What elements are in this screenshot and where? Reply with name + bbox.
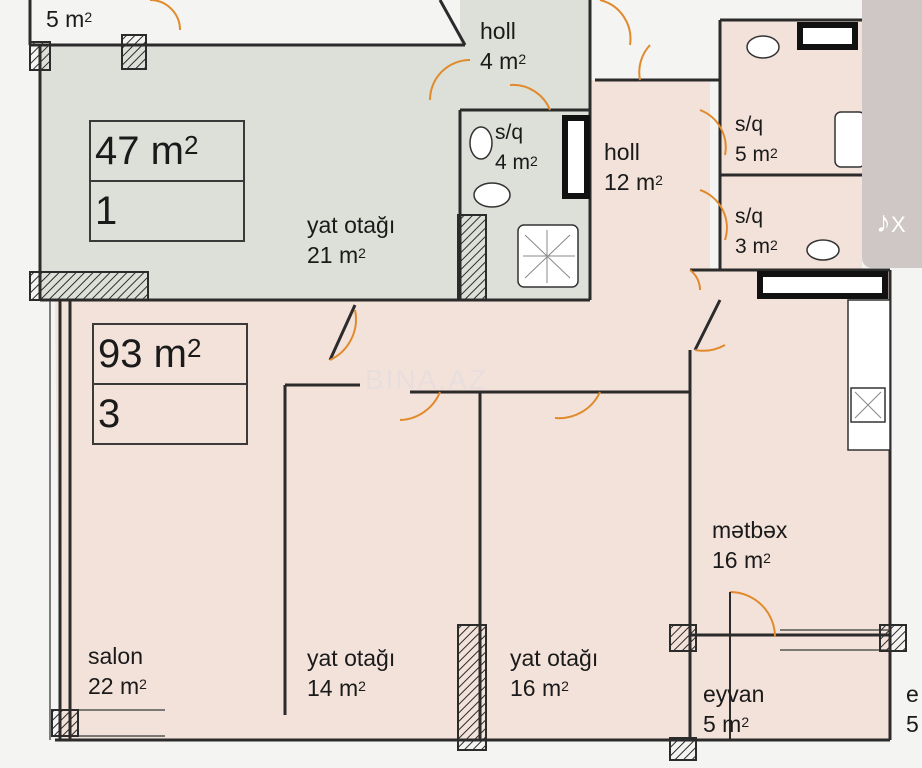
sink	[806, 239, 840, 261]
sink	[746, 35, 780, 59]
apartment-3-info: 93 m2 3	[92, 323, 248, 445]
apartment-3-area	[55, 80, 890, 740]
apartment-area: 47	[95, 129, 140, 173]
vent-block	[797, 22, 858, 50]
apartment-number: 3	[98, 392, 121, 436]
column	[457, 214, 487, 301]
apartment-1-info: 47 m2 1	[89, 120, 245, 242]
door-swing	[509, 83, 551, 111]
room-label: 5 m2	[46, 6, 93, 32]
watermark-text: BINA.AZ	[365, 364, 488, 395]
vent-block	[757, 271, 888, 299]
music-note-icon[interactable]: ♪X	[876, 206, 906, 239]
apartment-area: 93	[98, 332, 143, 376]
column	[669, 624, 697, 652]
column	[879, 624, 907, 652]
kitchen-counter	[847, 299, 891, 451]
column	[669, 737, 697, 761]
column	[29, 41, 51, 71]
door-swing	[689, 269, 701, 291]
door-swing	[729, 591, 776, 638]
door-swing	[554, 391, 601, 420]
vent-block	[562, 115, 590, 199]
door-swing	[638, 44, 651, 81]
sink	[469, 126, 493, 160]
toilet	[473, 182, 511, 208]
door-swing	[694, 344, 726, 352]
column	[29, 271, 149, 301]
door-swing	[599, 0, 632, 46]
door-swing	[399, 391, 441, 421]
door-swing	[699, 189, 728, 241]
apartment-1-area	[40, 0, 590, 300]
column	[51, 709, 79, 737]
column	[457, 624, 487, 751]
column	[121, 34, 147, 70]
door-swing	[149, 0, 181, 31]
shower-tray	[834, 111, 866, 168]
door-swing	[699, 109, 727, 156]
door-swing	[329, 309, 357, 361]
apartment-number: 1	[95, 189, 118, 233]
door-swing	[429, 59, 471, 101]
tiktok-overlay[interactable]	[862, 0, 922, 268]
